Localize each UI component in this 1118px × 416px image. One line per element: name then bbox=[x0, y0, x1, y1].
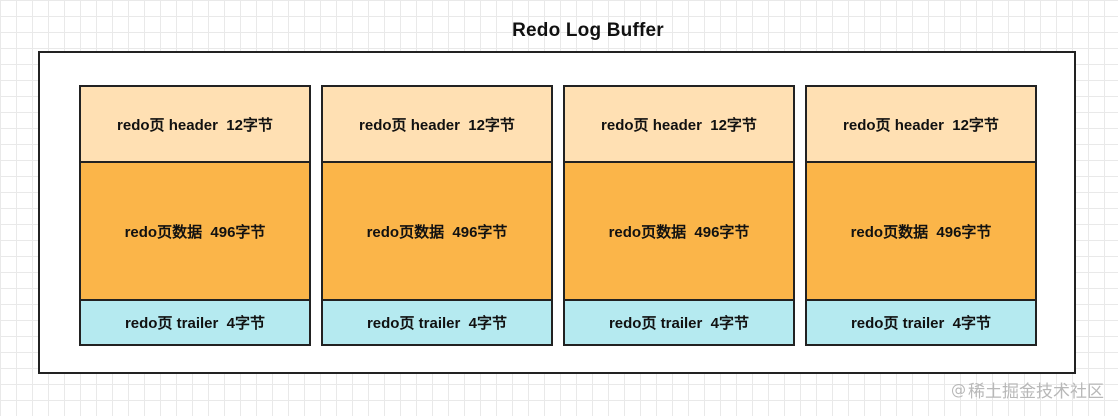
redo-page-header: redo页 header 12字节 bbox=[565, 87, 793, 163]
redo-page-trailer: redo页 trailer 4字节 bbox=[565, 301, 793, 344]
redo-page-trailer: redo页 trailer 4字节 bbox=[81, 301, 309, 344]
watermark: @ 稀土掘金技术社区 bbox=[951, 377, 1104, 403]
redo-page-data: redo页数据 496字节 bbox=[323, 163, 551, 301]
at-icon: @ bbox=[951, 380, 966, 399]
redo-page: redo页 header 12字节 redo页数据 496字节 redo页 tr… bbox=[563, 85, 795, 346]
redo-page-data: redo页数据 496字节 bbox=[565, 163, 793, 301]
redo-page-data: redo页数据 496字节 bbox=[81, 163, 309, 301]
redo-page-data: redo页数据 496字节 bbox=[807, 163, 1035, 301]
diagram-title: Redo Log Buffer bbox=[512, 20, 664, 41]
watermark-text: 稀土掘金技术社区 bbox=[968, 382, 1104, 402]
redo-page-header: redo页 header 12字节 bbox=[807, 87, 1035, 163]
redo-page-header: redo页 header 12字节 bbox=[81, 87, 309, 163]
redo-page: redo页 header 12字节 redo页数据 496字节 redo页 tr… bbox=[79, 85, 311, 346]
redo-log-buffer: redo页 header 12字节 redo页数据 496字节 redo页 tr… bbox=[38, 51, 1076, 374]
redo-page-header: redo页 header 12字节 bbox=[323, 87, 551, 163]
redo-page-trailer: redo页 trailer 4字节 bbox=[807, 301, 1035, 344]
redo-page-trailer: redo页 trailer 4字节 bbox=[323, 301, 551, 344]
redo-page: redo页 header 12字节 redo页数据 496字节 redo页 tr… bbox=[321, 85, 553, 346]
redo-page: redo页 header 12字节 redo页数据 496字节 redo页 tr… bbox=[805, 85, 1037, 346]
